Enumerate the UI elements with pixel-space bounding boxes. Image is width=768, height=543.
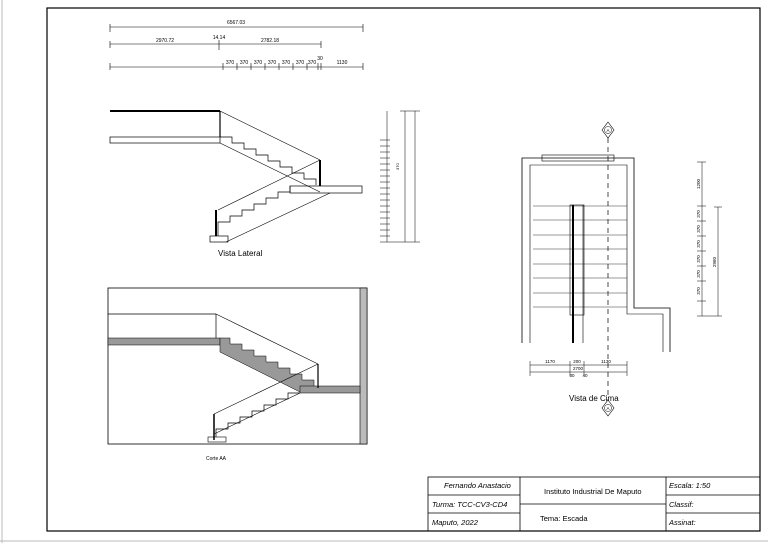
plan-bottom-dims (529, 361, 628, 376)
plan-dim-b1: 1170 (545, 359, 555, 364)
dim-step-7: 370 (308, 60, 317, 66)
section-marker-bottom-letter: A (606, 406, 609, 411)
drawing-theme: Tema: Escada (540, 514, 588, 523)
plan-dim-r5: 370 (696, 255, 701, 263)
section-view-label: Corte AA (206, 456, 227, 462)
lateral-view (109, 110, 363, 243)
plan-dim-b2: 200 (573, 359, 581, 364)
lateral-view-label: Vista Lateral (218, 249, 263, 258)
author-name: Fernando Anastacio (444, 481, 511, 490)
plan-dim-r2: 370 (696, 210, 701, 218)
dim-mid: 14.14 (213, 35, 226, 41)
plan-dim-bs1: 30 (569, 373, 575, 378)
lateral-vertical-dim-label: 370 (395, 163, 400, 170)
section-marker-top-letter: A (606, 128, 609, 133)
dim-total: 6567.03 (227, 20, 245, 26)
institution-name: Instituto Industrial De Maputo (544, 487, 642, 496)
plan-dim-b3: 1130 (601, 359, 611, 364)
section-marker-bottom: A (601, 399, 615, 417)
dim-step-5: 370 (282, 60, 291, 66)
place-date: Maputo, 2022 (432, 518, 478, 527)
title-block-grid (427, 476, 761, 532)
plan-dim-r3: 370 (696, 225, 701, 233)
classification: Classif: (669, 500, 694, 509)
dim-small: 30 (317, 56, 323, 62)
section-view (107, 287, 368, 445)
plan-dim-r1: 1200 (696, 178, 701, 189)
plan-view-label: Vista de Cima (569, 394, 619, 403)
dim-step-2: 370 (240, 60, 249, 66)
plan-dim-bs2: 40 (582, 373, 588, 378)
dim-right: 2782.18 (261, 38, 279, 44)
dim-step-1: 370 (226, 60, 235, 66)
dim-step-4: 370 (268, 60, 277, 66)
sheet-border (46, 7, 761, 532)
plan-dim-r7: 370 (696, 287, 701, 295)
section-marker-top: A (601, 121, 615, 139)
plan-right-dims (697, 161, 722, 317)
plan-dim-rtotal: 2960 (712, 256, 717, 267)
dim-left: 2970.72 (156, 38, 174, 44)
plan-dim-r4: 370 (696, 240, 701, 248)
dim-end: 1130 (337, 60, 348, 66)
dim-step-6: 370 (296, 60, 305, 66)
plan-dim-btotal: 2700 (573, 366, 584, 371)
top-dimensions (109, 24, 364, 70)
dim-step-3: 370 (254, 60, 263, 66)
class-code: Turma: TCC-CV3-CD4 (432, 500, 508, 509)
drawing-scale: Escala: 1:50 (669, 481, 711, 490)
plan-view (521, 138, 671, 408)
lateral-vertical-dims (380, 110, 420, 243)
plan-dim-r6: 370 (696, 270, 701, 278)
signature: Assinat: (669, 518, 696, 527)
